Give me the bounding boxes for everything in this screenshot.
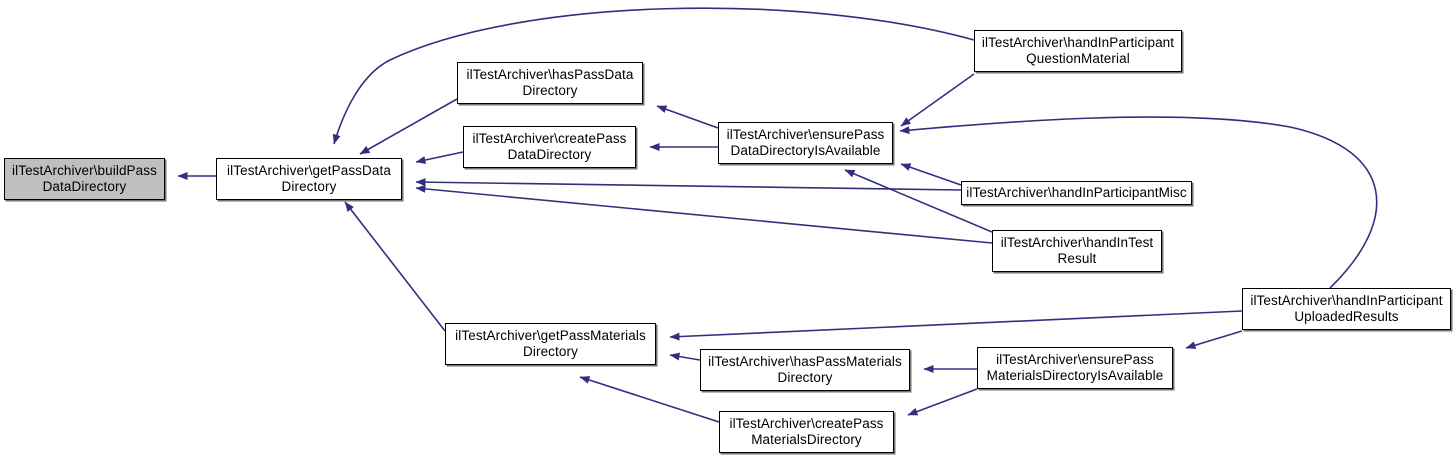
node-label: ilTestArchiver\createPass MaterialsDirec… bbox=[729, 416, 884, 447]
node-handInParticipantQuestionMaterial[interactable]: ilTestArchiver\handInParticipant Questio… bbox=[974, 30, 1182, 72]
edge-createPassMaterialsDirectory-to-getPassMaterialsDirectory bbox=[579, 376, 720, 423]
node-label: ilTestArchiver\ensurePass DataDirectoryI… bbox=[726, 127, 885, 158]
edge-ensurePassMaterialsDirectoryIsAvailable-to-createPassMaterialsDirectory bbox=[907, 388, 978, 416]
node-label: ilTestArchiver\handInParticipant Uploade… bbox=[1250, 293, 1443, 324]
node-ensurePassMaterialsDirectoryIsAvailable[interactable]: ilTestArchiver\ensurePass MaterialsDirec… bbox=[977, 347, 1173, 389]
node-handInParticipantUploadedResults[interactable]: ilTestArchiver\handInParticipant Uploade… bbox=[1242, 288, 1451, 330]
node-label: ilTestArchiver\handInTest Result bbox=[1000, 235, 1154, 266]
edge-createPassDataDirectory-to-getPassDataDirectory bbox=[415, 151, 464, 164]
node-ensurePassDataDirectoryIsAvailable[interactable]: ilTestArchiver\ensurePass DataDirectoryI… bbox=[718, 122, 893, 164]
node-label: ilTestArchiver\createPass DataDirectory bbox=[472, 131, 627, 162]
node-label: ilTestArchiver\ensurePass MaterialsDirec… bbox=[986, 352, 1164, 383]
node-label: ilTestArchiver\getPassMaterials Director… bbox=[455, 328, 646, 359]
node-label: ilTestArchiver\getPassData Directory bbox=[227, 163, 391, 194]
edge-handInParticipantMisc-to-getPassDataDirectory bbox=[415, 178, 962, 191]
edge-handInTestResult-to-getPassDataDirectory bbox=[415, 184, 993, 244]
node-hasPassDataDirectory[interactable]: ilTestArchiver\hasPassData Directory bbox=[457, 62, 643, 104]
edge-handInParticipantUploadedResults-to-getPassMaterialsDirectory bbox=[669, 310, 1243, 341]
node-hasPassMaterialsDirectory[interactable]: ilTestArchiver\hasPassMaterials Director… bbox=[700, 349, 910, 391]
node-buildPassDataDirectory[interactable]: ilTestArchiver\buildPass DataDirectory bbox=[4, 158, 165, 200]
node-label: ilTestArchiver\buildPass DataDirectory bbox=[12, 163, 157, 194]
node-getPassDataDirectory[interactable]: ilTestArchiver\getPassData Directory bbox=[216, 158, 402, 200]
node-getPassMaterialsDirectory[interactable]: ilTestArchiver\getPassMaterials Director… bbox=[445, 323, 656, 365]
node-label: ilTestArchiver\handInParticipantMisc bbox=[966, 185, 1187, 200]
edge-hasPassMaterialsDirectory-to-getPassMaterialsDirectory bbox=[669, 352, 701, 361]
node-handInParticipantMisc[interactable]: ilTestArchiver\handInParticipantMisc bbox=[961, 181, 1192, 205]
edge-getPassMaterialsDirectory-to-getPassDataDirectory bbox=[344, 201, 446, 332]
node-label: ilTestArchiver\handInParticipant Questio… bbox=[981, 35, 1175, 66]
edge-handInParticipantMisc-to-ensurePassDataDirectoryIsAvailable bbox=[900, 163, 962, 186]
node-createPassMaterialsDirectory[interactable]: ilTestArchiver\createPass MaterialsDirec… bbox=[719, 411, 894, 453]
edge-ensurePassDataDirectoryIsAvailable-to-hasPassDataDirectory bbox=[656, 105, 719, 129]
edge-handInParticipantQuestionMaterial-to-ensurePassDataDirectoryIsAvailable bbox=[900, 73, 975, 127]
node-label: ilTestArchiver\hasPassMaterials Director… bbox=[708, 354, 902, 385]
node-createPassDataDirectory[interactable]: ilTestArchiver\createPass DataDirectory bbox=[463, 126, 636, 168]
node-handInTestResult[interactable]: ilTestArchiver\handInTest Result bbox=[992, 230, 1162, 272]
edge-hasPassDataDirectory-to-getPassDataDirectory bbox=[359, 98, 458, 155]
node-label: ilTestArchiver\hasPassData Directory bbox=[466, 67, 634, 98]
edge-handInParticipantUploadedResults-to-ensurePassMaterialsDirectoryIsAvailable bbox=[1185, 330, 1243, 350]
